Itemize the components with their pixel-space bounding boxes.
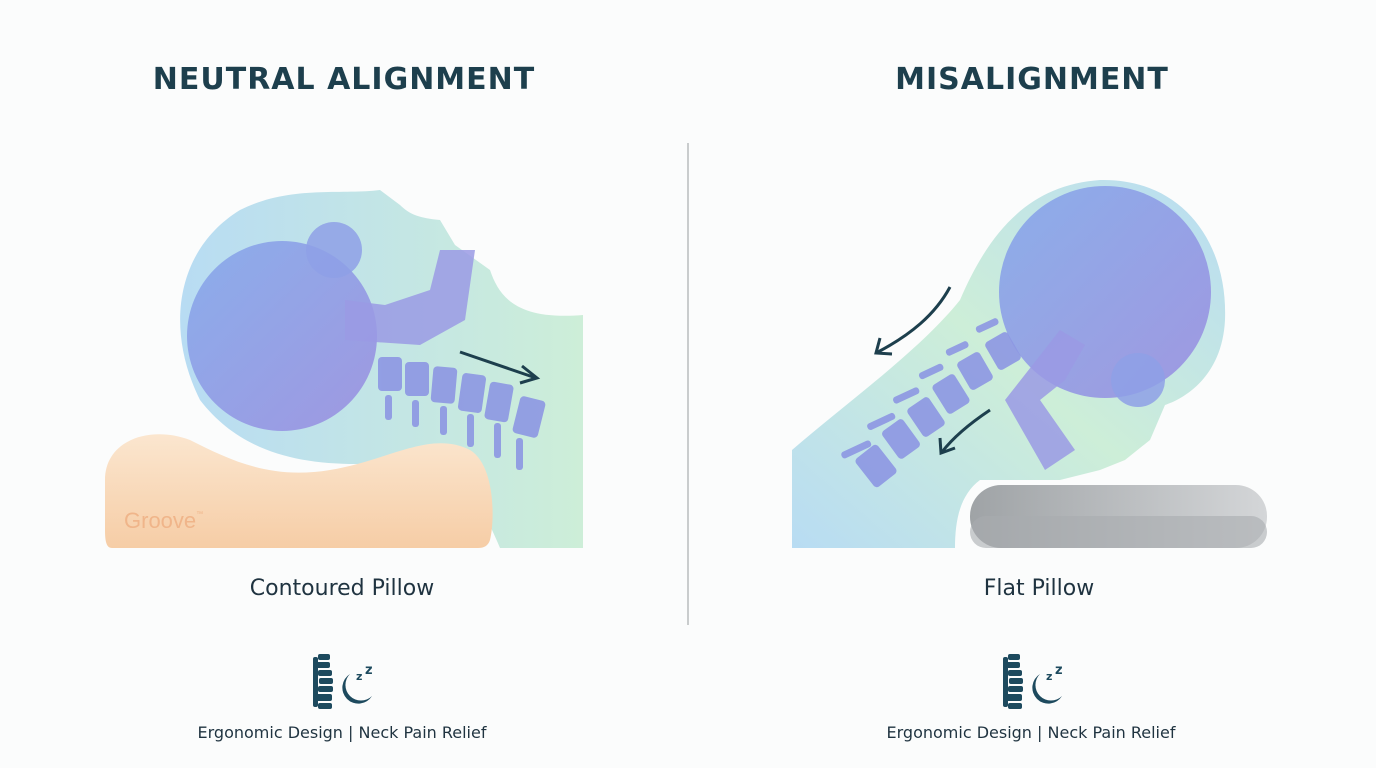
left-caption: Contoured Pillow: [249, 576, 435, 601]
joint: [1111, 353, 1165, 407]
left-title: NEUTRAL ALIGNMENT: [152, 62, 536, 97]
joint: [306, 222, 362, 278]
right-caption: Flat Pillow: [983, 576, 1095, 601]
right-tagline: Ergonomic Design | Neck Pain Relief: [886, 723, 1176, 742]
svg-text:z: z: [1055, 663, 1063, 678]
neutral-alignment-figure: Groove™: [105, 190, 583, 548]
spine-icon: [313, 654, 333, 709]
moon-sleep-icon: [342, 674, 372, 704]
skull: [999, 186, 1211, 398]
spine-sleep-icon: z z: [313, 654, 373, 709]
skull: [187, 241, 377, 431]
svg-text:z: z: [356, 670, 362, 683]
spine-sleep-icon: z z: [1003, 654, 1063, 709]
misalignment-figure: [792, 179, 1267, 548]
svg-text:z: z: [1046, 670, 1052, 683]
pillow-brand-logo: Groove™: [124, 508, 203, 533]
jaw: [1005, 330, 1085, 470]
cervical-vertebrae: [841, 318, 1021, 488]
left-tagline: Ergonomic Design | Neck Pain Relief: [197, 723, 487, 742]
spine-icon: [1003, 654, 1023, 709]
contoured-pillow: [105, 434, 493, 548]
right-title: MISALIGNMENT: [895, 62, 1169, 97]
jaw: [345, 250, 475, 345]
cervical-vertebrae: [378, 357, 546, 470]
svg-text:z: z: [365, 663, 373, 678]
alignment-arrow-icon: [459, 350, 541, 385]
strain-arrow-icon: [874, 286, 991, 456]
divider: [687, 143, 689, 625]
moon-sleep-icon: [1032, 674, 1062, 704]
